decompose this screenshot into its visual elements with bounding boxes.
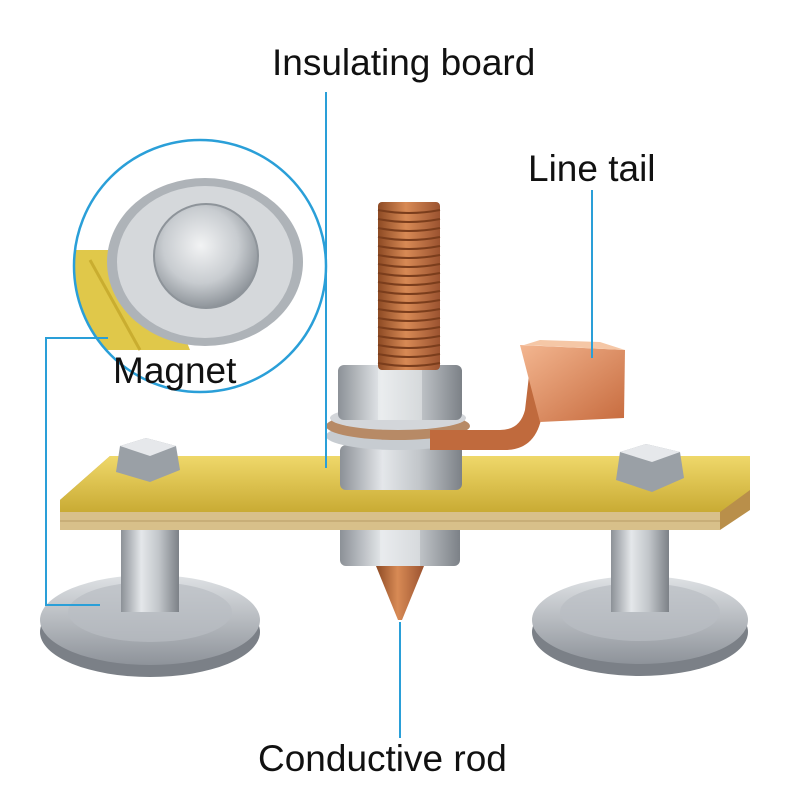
thread-ridge (377, 245, 441, 250)
center-nut-stack (326, 365, 470, 490)
thread-ridge (377, 272, 441, 277)
thread-ridge (377, 218, 441, 223)
thread-ridge (377, 353, 441, 358)
magnet-label: Magnet (113, 350, 237, 391)
magnet-leader (45, 337, 108, 606)
thread-ridge (377, 308, 441, 313)
conductive-rod-tip (376, 566, 424, 620)
thread-ridge (377, 335, 441, 340)
thread-ridge (377, 263, 441, 268)
thread-ridge (377, 299, 441, 304)
leader-lines (45, 92, 593, 738)
right-bolt-head (616, 444, 684, 492)
line-tail (430, 340, 625, 450)
thread-ridge (377, 254, 441, 259)
conductive-rod-label: Conductive rod (258, 738, 507, 779)
left-bolt-head (116, 438, 180, 482)
magnet-zoom-inset (72, 138, 328, 394)
line-tail-label: Line tail (528, 148, 656, 189)
insulating-board (60, 456, 750, 530)
thread-ridge (377, 326, 441, 331)
thread-ridge (377, 236, 441, 241)
thread-ridge (377, 362, 441, 367)
insulating-board-label: Insulating board (272, 42, 536, 83)
right-magnet-foot (532, 507, 748, 676)
thread-ridge (377, 290, 441, 295)
thread-ridge (377, 344, 441, 349)
threaded-bolt (377, 202, 441, 370)
thread-ridge (377, 227, 441, 232)
left-magnet-foot (40, 511, 260, 677)
thread-ridge (377, 281, 441, 286)
thread-ridge (377, 317, 441, 322)
thread-ridge (377, 209, 441, 214)
